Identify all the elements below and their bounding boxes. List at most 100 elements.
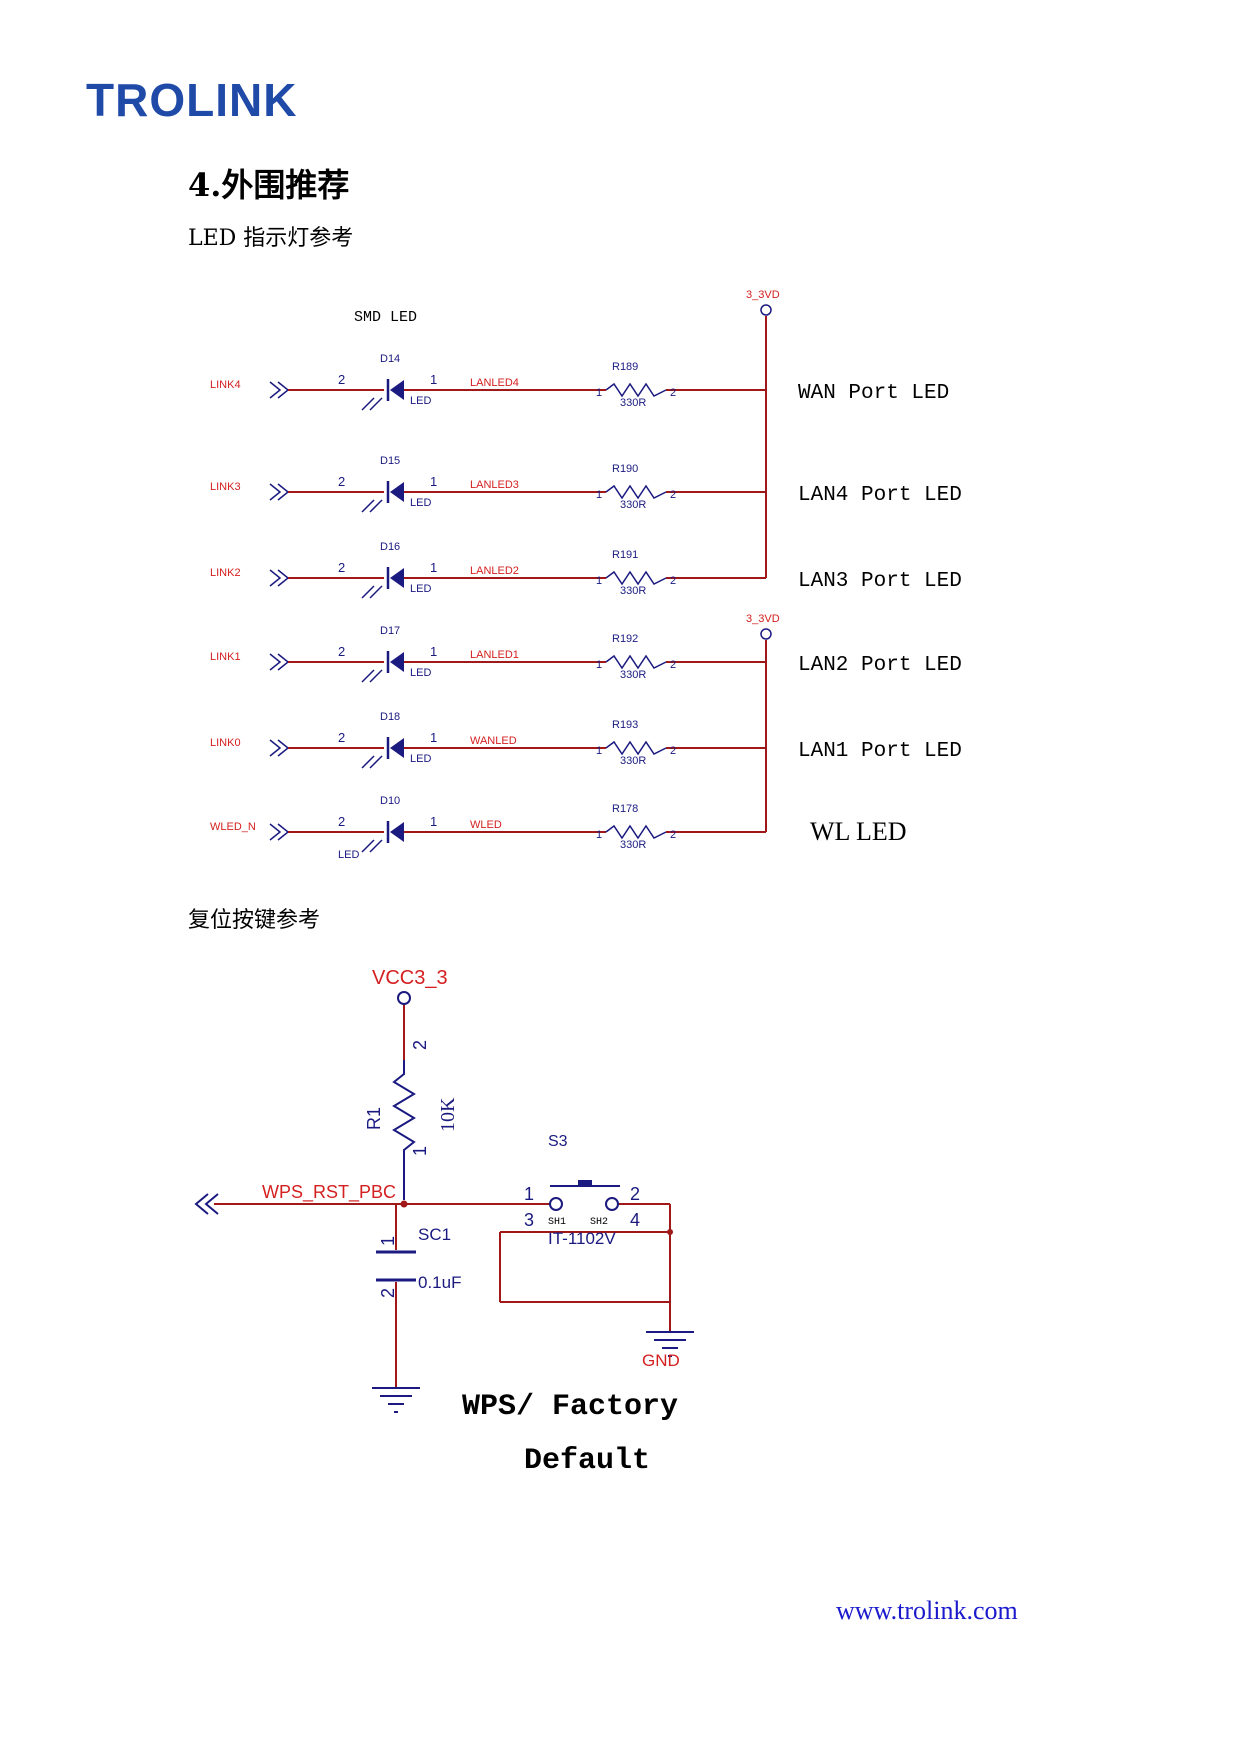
diode-pin1: 1 — [430, 644, 437, 659]
led-emit-icon — [369, 397, 383, 411]
link-arrow — [269, 653, 282, 671]
gnd-label: GND — [642, 1351, 680, 1370]
switch-label: S3 — [548, 1133, 568, 1150]
led-emit-icon — [369, 669, 383, 683]
cap-label: SC1 — [418, 1225, 451, 1244]
resistor-label: R191 — [612, 549, 638, 561]
resistor-icon — [605, 824, 667, 840]
net-label: WANLED — [470, 735, 517, 747]
port-label: LAN1 Port LED — [798, 740, 962, 763]
switch-pin1: 1 — [524, 1184, 534, 1204]
led-diode-icon — [390, 380, 404, 400]
resistor-icon — [605, 740, 667, 756]
link-arrow — [269, 739, 282, 757]
resistor-icon — [605, 654, 667, 670]
link-label: LINK3 — [210, 481, 241, 493]
switch-part: IT-1102V — [548, 1229, 616, 1248]
r1-pin1: 1 — [410, 1146, 430, 1156]
trolink-logo: TROLINK — [86, 74, 297, 126]
resistor-pin2: 2 — [670, 489, 676, 501]
diode-label: D17 — [380, 625, 400, 637]
link-label: LINK0 — [210, 737, 241, 749]
supply-terminal-upper — [760, 304, 772, 316]
button-subtitle: 复位按键参考 — [188, 908, 321, 933]
resistor-pin2: 2 — [670, 745, 676, 757]
led-diode-icon — [390, 482, 404, 502]
diode-type-label: LED — [410, 753, 431, 765]
net-label: LANLED1 — [470, 649, 519, 661]
diode-pin2: 2 — [338, 474, 345, 489]
link-arrow — [269, 569, 282, 587]
led-emit-icon — [361, 669, 375, 683]
net-label: LANLED4 — [470, 377, 519, 389]
smd-led-header: SMD LED — [354, 309, 417, 326]
footer-url[interactable]: www.trolink.com — [836, 1596, 1018, 1625]
port-label: LAN3 Port LED — [798, 570, 962, 593]
diode-type-label: LED — [410, 497, 431, 509]
switch-sh1: SH1 — [548, 1217, 566, 1228]
diode-type-label: LED — [338, 849, 359, 861]
logo-wordmark: TROLINK — [86, 74, 297, 126]
diode-pin2: 2 — [338, 644, 345, 659]
resistor-value: 330R — [620, 585, 646, 597]
led-emit-icon — [361, 585, 375, 599]
r1-value: 10K — [437, 1097, 459, 1132]
resistor-label: R193 — [612, 719, 638, 731]
port-label: LAN2 Port LED — [798, 654, 962, 677]
resistor-value: 330R — [620, 755, 646, 767]
net-label: WPS_RST_PBC — [262, 1182, 396, 1203]
resistor-pin1: 1 — [596, 387, 602, 399]
resistor-pin1: 1 — [596, 659, 602, 671]
resistor-value: 330R — [620, 839, 646, 851]
link-label: LINK4 — [210, 379, 241, 391]
resistor-icon — [605, 484, 667, 500]
caption-line1: WPS/ Factory — [462, 1390, 678, 1424]
led-emit-icon — [369, 755, 383, 769]
diode-pin2: 2 — [338, 372, 345, 387]
led-emit-icon — [369, 839, 383, 853]
cap-value: 0.1uF — [418, 1273, 461, 1292]
link-arrow — [269, 381, 282, 399]
port-label: LAN4 Port LED — [798, 484, 962, 507]
vcc-label: VCC3_3 — [372, 967, 448, 989]
diode-pin2: 2 — [338, 560, 345, 575]
diode-pin1: 1 — [430, 814, 437, 829]
switch-pin4: 4 — [630, 1210, 640, 1230]
supply-label-lower: 3_3VD — [746, 613, 780, 625]
led-emit-icon — [361, 499, 375, 513]
resistor-value: 330R — [620, 397, 646, 409]
section-title: 4.外围推荐 — [188, 166, 350, 204]
led-emit-icon — [361, 397, 375, 411]
resistor-value: 330R — [620, 669, 646, 681]
diode-pin2: 2 — [338, 814, 345, 829]
resistor-pin1: 1 — [596, 575, 602, 587]
resistor-value: 330R — [620, 499, 646, 511]
resistor-pin1: 1 — [596, 745, 602, 757]
link-arrow — [269, 483, 282, 501]
resistor-pin1: 1 — [596, 489, 602, 501]
link-label: LINK2 — [210, 567, 241, 579]
cap-pin1: 1 — [378, 1236, 398, 1246]
diode-label: D15 — [380, 455, 400, 467]
resistor-label: R178 — [612, 803, 638, 815]
net-label: LANLED2 — [470, 565, 519, 577]
diode-pin1: 1 — [430, 730, 437, 745]
resistor-icon — [605, 382, 667, 398]
diode-pin1: 1 — [430, 560, 437, 575]
diode-label: D18 — [380, 711, 400, 723]
led-diode-icon — [390, 568, 404, 588]
diode-pin1: 1 — [430, 372, 437, 387]
net-label: WLED — [470, 819, 502, 831]
diode-type-label: LED — [410, 395, 431, 407]
led-emit-icon — [369, 585, 383, 599]
led-emit-icon — [369, 499, 383, 513]
link-arrow — [269, 823, 282, 841]
diode-label: D16 — [380, 541, 400, 553]
resistor-pin1: 1 — [596, 829, 602, 841]
diode-type-label: LED — [410, 583, 431, 595]
diode-type-label: LED — [410, 667, 431, 679]
resistor-label: R192 — [612, 633, 638, 645]
led-emit-icon — [361, 839, 375, 853]
